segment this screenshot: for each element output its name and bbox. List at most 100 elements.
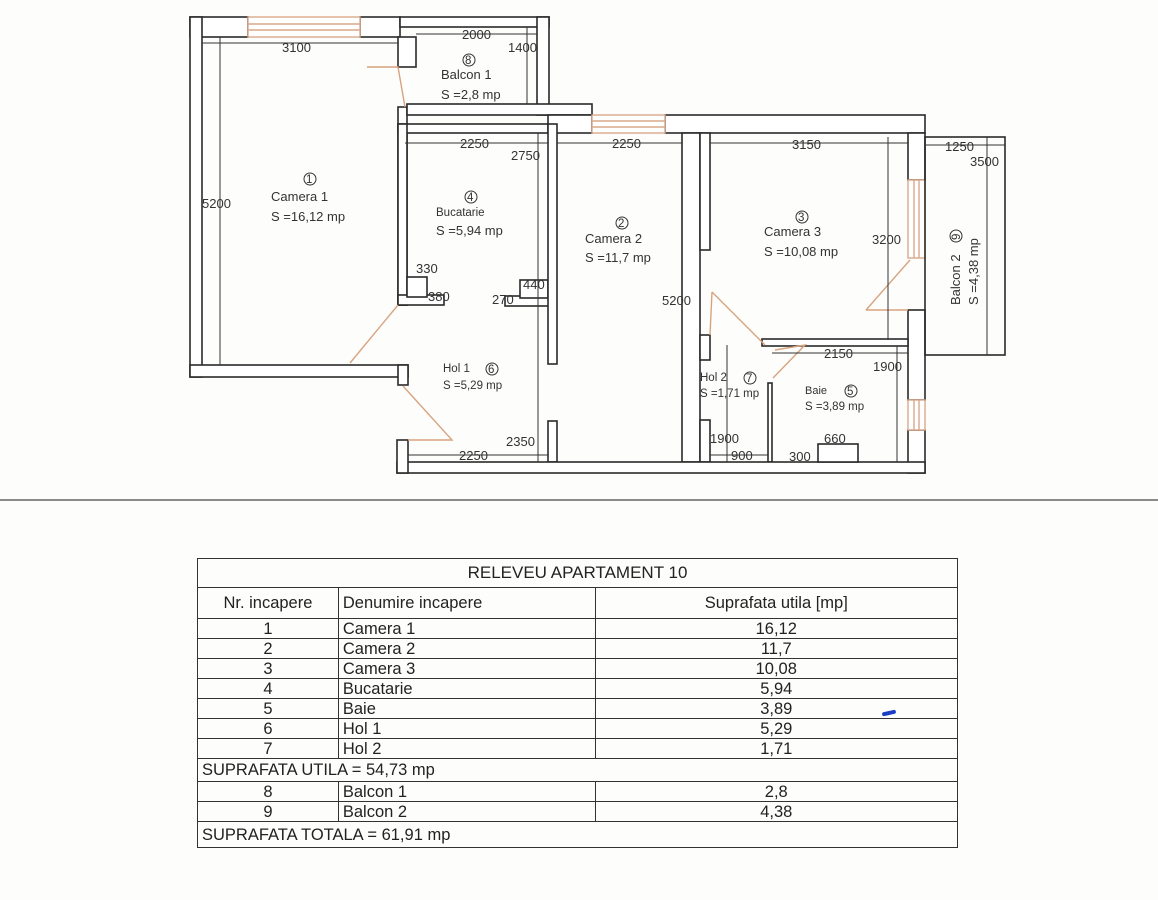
dim-label: 1900 <box>710 431 739 446</box>
dim-label: 2250 <box>460 136 489 151</box>
dim-label: 2250 <box>612 136 641 151</box>
cell-area: 5,29 <box>594 718 959 739</box>
room-number: 4 <box>467 192 474 204</box>
cell-name: Balcon 1 <box>337 781 596 802</box>
dim-label: 3500 <box>970 154 999 169</box>
dim-label: 2250 <box>459 448 488 463</box>
room-number: 2 <box>618 218 624 230</box>
room-area: S =3,89 mp <box>805 401 864 413</box>
cell-nr: 6 <box>197 718 339 739</box>
column-header: Nr. incapere <box>197 587 339 619</box>
cell-nr: 5 <box>197 698 339 719</box>
windows <box>247 16 1006 431</box>
room-number: 6 <box>488 364 494 376</box>
room-name: Baie <box>805 385 827 397</box>
dim-label: 900 <box>731 448 753 463</box>
dim-label: 3100 <box>282 40 311 55</box>
dim-label: 1250 <box>945 139 974 154</box>
cell-nr: 7 <box>197 738 339 759</box>
room-name: Bucatarie <box>436 207 485 219</box>
cell-name: Hol 1 <box>337 718 596 739</box>
floor-plan: 3100 2000 1400 2250 2750 2250 3150 1250 … <box>189 16 1006 474</box>
dim-label: 2000 <box>462 27 491 42</box>
dimension-labels: 3100 2000 1400 2250 2750 2250 3150 1250 … <box>202 27 999 464</box>
dim-label: 2350 <box>506 434 535 449</box>
dim-label: 270 <box>492 292 514 307</box>
cell-nr: 8 <box>197 781 339 802</box>
room-name: Hol 2 <box>700 372 727 384</box>
cell-nr: 9 <box>197 801 339 822</box>
room-area: S =1,71 mp <box>700 388 759 400</box>
cell-area: 16,12 <box>594 618 959 639</box>
room-camera-2: 2 Camera 2 S =11,7 mp <box>585 216 651 265</box>
cell-name: Camera 2 <box>337 638 596 659</box>
cell-name: Baie <box>337 698 596 719</box>
room-number: 5 <box>847 386 853 398</box>
dim-label: 3200 <box>872 232 901 247</box>
cell-area: 1,71 <box>594 738 959 759</box>
total-row: SUPRAFATA TOTALA = 61,91 mp <box>197 821 958 848</box>
dim-label: 2750 <box>511 148 540 163</box>
dim-label: 300 <box>789 449 811 464</box>
walls <box>189 16 926 474</box>
cell-nr: 4 <box>197 678 339 699</box>
dim-label: 5200 <box>202 196 231 211</box>
room-area: S =4,38 mp <box>966 238 981 305</box>
room-hol-2: 7 Hol 2 S =1,71 mp <box>700 371 759 400</box>
room-number: 7 <box>746 373 752 385</box>
subtotal-row: SUPRAFATA UTILA = 54,73 mp <box>197 758 958 782</box>
cell-area: 3,89 <box>594 698 959 719</box>
room-bucatarie: 4 Bucatarie S =5,94 mp <box>436 190 503 238</box>
cell-nr: 2 <box>197 638 339 659</box>
room-name: Camera 1 <box>271 189 328 204</box>
cell-area: 5,94 <box>594 678 959 699</box>
room-number: 8 <box>465 55 471 67</box>
room-balcon-1: 8 Balcon 1 S =2,8 mp <box>441 53 501 102</box>
room-labels: 1 Camera 1 S =16,12 mp 2 Camera 2 S =11,… <box>271 53 981 413</box>
room-area: S =10,08 mp <box>764 244 838 259</box>
room-number: 9 <box>951 234 963 240</box>
dim-label: 5200 <box>662 293 691 308</box>
room-baie: 5 Baie S =3,89 mp <box>805 384 864 413</box>
cell-nr: 1 <box>197 618 339 639</box>
cell-area: 4,38 <box>594 801 959 822</box>
room-name: Camera 2 <box>585 231 642 246</box>
room-name: Hol 1 <box>443 363 470 375</box>
room-camera-3: 3 Camera 3 S =10,08 mp <box>764 210 838 259</box>
room-area: S =2,8 mp <box>441 87 501 102</box>
room-balcon-2: 9 Balcon 2 S =4,38 mp <box>948 229 981 305</box>
room-area: S =5,29 mp <box>443 380 502 392</box>
dim-label: 1400 <box>508 40 537 55</box>
dim-label: 440 <box>523 277 545 292</box>
cell-area: 11,7 <box>594 638 959 659</box>
page-separator <box>0 499 1158 501</box>
room-camera-1: 1 Camera 1 S =16,12 mp <box>271 172 345 224</box>
cell-area: 2,8 <box>594 781 959 802</box>
cell-name: Camera 3 <box>337 658 596 679</box>
room-number: 1 <box>306 174 312 186</box>
cell-area: 10,08 <box>594 658 959 679</box>
table-title: RELEVEU APARTAMENT 10 <box>197 558 958 588</box>
room-name: Balcon 2 <box>948 254 963 305</box>
dim-label: 380 <box>428 289 450 304</box>
room-area: S =16,12 mp <box>271 209 345 224</box>
column-header: Suprafata utila [mp] <box>594 587 959 619</box>
dim-label: 1900 <box>873 359 902 374</box>
room-area: S =11,7 mp <box>585 250 651 265</box>
room-number: 3 <box>798 212 804 224</box>
dim-label: 330 <box>416 261 438 276</box>
cell-nr: 3 <box>197 658 339 679</box>
area-table: RELEVEU APARTAMENT 10 Nr. incapere Denum… <box>197 558 959 848</box>
cell-name: Hol 2 <box>337 738 596 759</box>
dim-label: 2150 <box>824 346 853 361</box>
dim-label: 660 <box>824 431 846 446</box>
room-name: Balcon 1 <box>441 67 492 82</box>
